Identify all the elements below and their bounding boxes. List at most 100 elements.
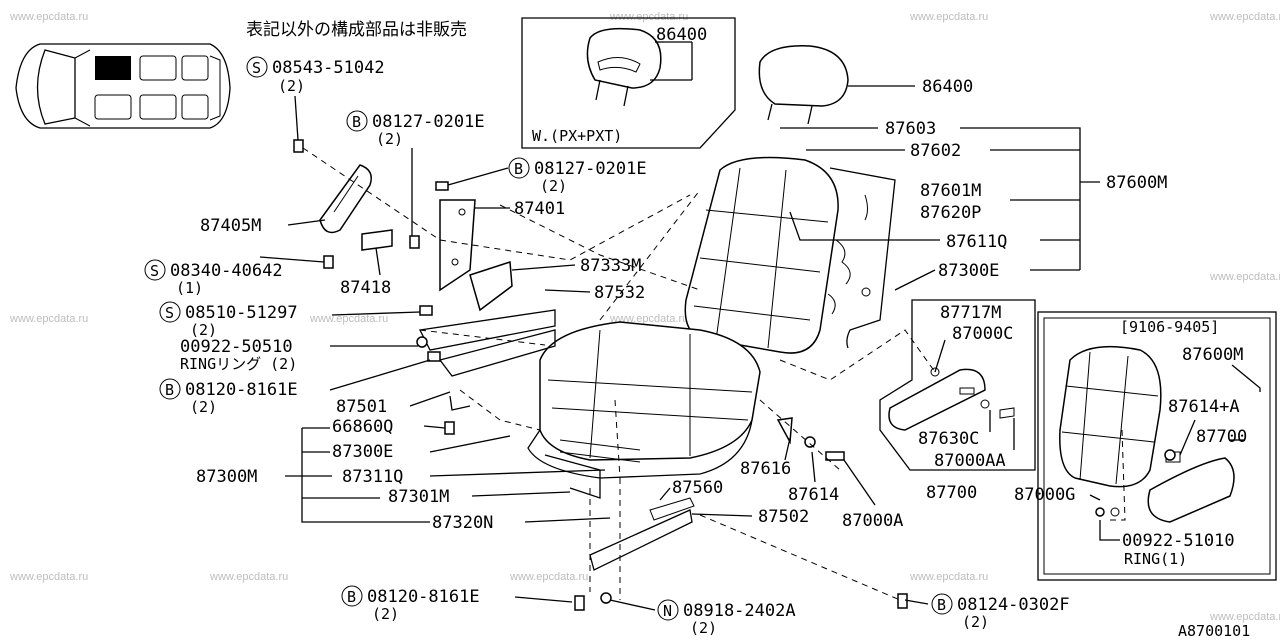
vehicle-overview [15, 43, 231, 129]
label-parts-p87000g: 87000G [1014, 485, 1075, 505]
label-parts-p87602: 87602 [910, 141, 961, 161]
label-parts-p08543_qty: (2) [278, 77, 305, 95]
label-prefixes-b: B [165, 381, 174, 399]
label-prefixes-s: S [165, 304, 174, 322]
label-parts-p87620p: 87620P [920, 203, 981, 223]
label-parts-p87717m: 87717M [940, 303, 1001, 323]
label-parts-p87600m_inset: 87600M [1182, 345, 1243, 365]
label-prefixes-s: S [252, 59, 261, 77]
label-parts-p08120_a_qty: (2) [190, 398, 217, 416]
label-parts-p87502: 87502 [758, 507, 809, 527]
label-parts-p08510: 08510-51297 [185, 303, 298, 323]
label-parts-p87700_inset: 87700 [1196, 427, 1247, 447]
label-parts-p08120_a: 08120-8161E [185, 380, 298, 400]
label-parts-p87611q: 87611Q [946, 232, 1007, 252]
leader-lines [780, 127, 1261, 541]
label-parts-p66860q: 66860Q [332, 417, 393, 437]
back-panel-box [879, 299, 1036, 471]
label-parts-p08918_qty: (2) [690, 619, 717, 637]
label-parts-p87600m: 87600M [1106, 173, 1167, 193]
seatback-variant-inset [1037, 311, 1277, 581]
label-watermark: www.epcdata.ru [9, 313, 88, 325]
prefix-circles [144, 56, 953, 621]
label-drawing_number: A8700101 [1178, 622, 1250, 640]
label-parts-p08918: 08918-2402A [683, 601, 796, 621]
seat-back [684, 156, 896, 354]
label-watermark: www.epcdata.ru [9, 11, 88, 23]
label-prefixes-b: B [347, 588, 356, 606]
label-parts-p87401: 87401 [514, 199, 565, 219]
part-labels: 08543-51042 (2) 08127-0201E (2) 08127-02… [170, 58, 1250, 640]
fasteners [293, 139, 1176, 611]
assembly-lines [302, 147, 1126, 601]
label-parts-p08340_qty: (1) [176, 279, 203, 297]
label-parts-p08124_qty: (2) [962, 613, 989, 631]
label-parts-p08127_a: 08127-0201E [372, 112, 485, 132]
label-parts-p08543: 08543-51042 [272, 58, 385, 78]
watermarks: www.epcdata.ru www.epcdata.ru www.epcdat… [9, 11, 1280, 623]
label-prefixes-b: B [352, 113, 361, 131]
label-watermark: www.epcdata.ru [1209, 611, 1280, 623]
label-watermark: www.epcdata.ru [909, 11, 988, 23]
label-parts-p08120_b_qty: (2) [372, 605, 399, 623]
headrest-variant-inset: 86400 W.(PX+PXT) [521, 17, 736, 149]
label-watermark: www.epcdata.ru [1209, 271, 1280, 283]
label-parts-p87630c: 87630C [918, 429, 979, 449]
label-watermark: www.epcdata.ru [1209, 11, 1280, 23]
label-parts-p87560: 87560 [672, 478, 723, 498]
label-parts-p87333m: 87333M [580, 256, 641, 276]
label-parts-p08127_a_qty: (2) [376, 130, 403, 148]
label-parts-p00922_51010: 00922-51010 [1122, 531, 1235, 551]
label-parts-p87000c: 87000C [952, 324, 1013, 344]
seat-cushion [527, 321, 761, 499]
label-parts-p87000aa: 87000AA [934, 451, 1006, 471]
label-watermark: www.epcdata.ru [609, 11, 688, 23]
label-parts-p87405m: 87405M [200, 216, 261, 236]
label-prefixes-n: N [663, 602, 672, 620]
label-inset_date_range: [9106-9405] [1120, 318, 1219, 336]
label-parts-p08127_b: 08127-0201E [534, 159, 647, 179]
label-parts-p86400: 86400 [922, 77, 973, 97]
seat-highlight [95, 56, 131, 80]
label-parts-p87501: 87501 [336, 397, 387, 417]
label-parts-p87300m: 87300M [196, 467, 257, 487]
label-parts-p08510_qty: (2) [190, 321, 217, 339]
label-watermark: www.epcdata.ru [509, 571, 588, 583]
label-prefixes-s: S [150, 262, 159, 280]
label-parts-p87614a: 87614+A [1168, 397, 1240, 417]
label-parts-p87320n: 87320N [432, 513, 493, 533]
label-parts-p00922_50510_qty: RINGリング (2) [180, 355, 297, 373]
seat-hardware [319, 164, 695, 571]
label-parts-p87601m: 87601M [920, 181, 981, 201]
label-parts-p08127_b_qty: (2) [540, 177, 567, 195]
note-text: 表記以外の構成部品は非販売 [246, 20, 467, 40]
label-parts-p87311q: 87311Q [342, 467, 403, 487]
label-parts-p00922_51010_qty: RING(1) [1124, 550, 1187, 568]
label-parts-p87418: 87418 [340, 278, 391, 298]
prefix-letters: S B B S S B B N B [150, 59, 946, 620]
label-watermark: www.epcdata.ru [609, 313, 688, 325]
label-parts-p87300e_r: 87300E [938, 261, 999, 281]
label-parts-p87532: 87532 [594, 283, 645, 303]
label-parts-p87614: 87614 [788, 485, 839, 505]
label-parts-p86400_inset: 86400 [656, 25, 707, 45]
label-prefixes-b: B [937, 596, 946, 614]
label-parts-p87300e_l: 87300E [332, 442, 393, 462]
label-prefixes-b: B [514, 160, 523, 178]
label-watermark: www.epcdata.ru [209, 571, 288, 583]
label-parts-p00922_50510: 00922-50510 [180, 337, 293, 357]
label-parts-p08124: 08124-0302F [957, 595, 1070, 615]
label-parts-p87000a: 87000A [842, 511, 903, 531]
label-watermark: www.epcdata.ru [9, 571, 88, 583]
label-inset_variant: W.(PX+PXT) [532, 127, 622, 145]
leader-lines-left [259, 95, 929, 611]
label-parts-p87603: 87603 [885, 119, 936, 139]
label-parts-p87301m: 87301M [388, 487, 449, 507]
label-parts-p87616: 87616 [740, 459, 791, 479]
label-watermark: www.epcdata.ru [309, 313, 388, 325]
label-parts-p87700: 87700 [926, 483, 977, 503]
label-parts-p08340: 08340-40642 [170, 261, 283, 281]
headrest: 86400 [758, 45, 973, 125]
